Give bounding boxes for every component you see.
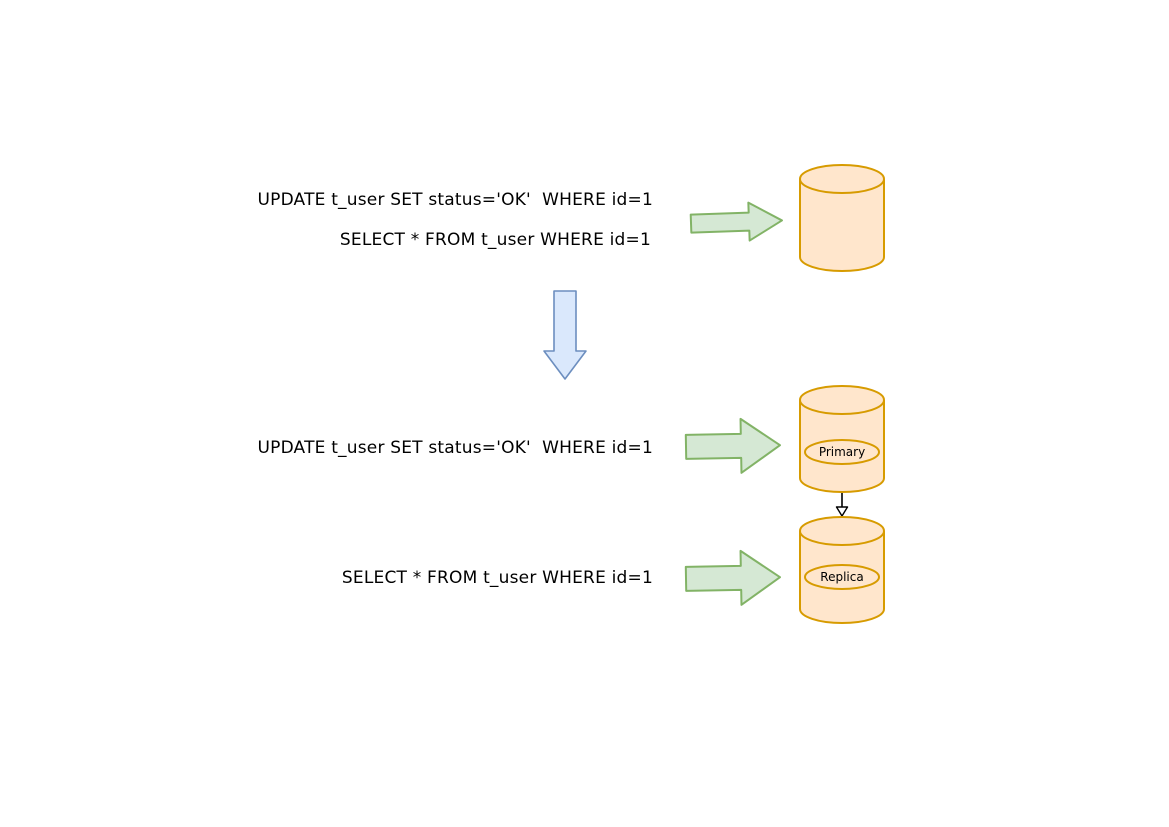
- right-arrow-icon: [684, 417, 781, 474]
- replica-label: Replica: [820, 570, 863, 584]
- sql-select-single: SELECT * FROM t_user WHERE id=1: [339, 230, 651, 250]
- primary-database-cylinder-icon: Primary: [799, 385, 885, 493]
- sql-update-replicated: UPDATE t_user SET status='OK' WHERE id=1: [257, 438, 653, 458]
- right-arrow-icon: [684, 549, 781, 606]
- sql-select-replicated: SELECT * FROM t_user WHERE id=1: [341, 568, 653, 588]
- right-arrow-icon: [689, 201, 783, 242]
- primary-label: Primary: [819, 445, 865, 459]
- database-cylinder-icon: [799, 164, 885, 272]
- sql-update-single: UPDATE t_user SET status='OK' WHERE id=1: [257, 190, 653, 210]
- down-arrow-icon: [543, 290, 587, 380]
- replication-arrow-icon: [835, 493, 849, 517]
- replica-database-cylinder-icon: Replica: [799, 516, 885, 624]
